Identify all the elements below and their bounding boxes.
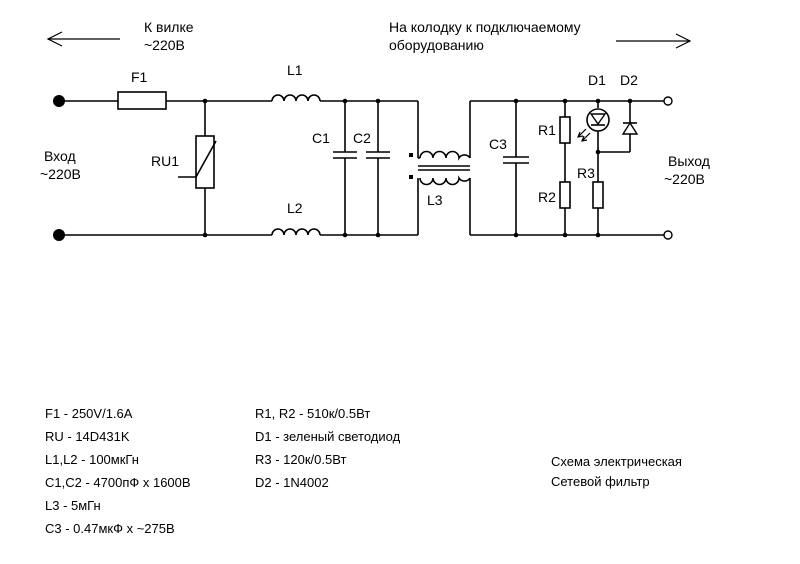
part-line: C1,C2 - 4700пФ x 1600В (45, 475, 191, 490)
choke-l2-label: L2 (287, 200, 303, 216)
diode-d2 (598, 101, 639, 153)
led-d1-label: D1 (588, 72, 606, 88)
resistor-r3 (592, 181, 604, 235)
parts-list-right: R1, R2 - 510к/0.5Вт D1 - зеленый светоди… (255, 406, 401, 490)
fuse-f1 (117, 91, 167, 110)
caption-line-2: Сетевой фильтр (551, 474, 650, 489)
bottom-rail (59, 178, 664, 236)
diode-d2-label: D2 (620, 72, 638, 88)
part-line: C3 - 0.47мкФ x ~275В (45, 521, 175, 536)
choke-l2 (271, 228, 321, 236)
resistor-r1 (559, 101, 571, 182)
arrow-to-plug (46, 31, 120, 47)
output-label: Выход (668, 153, 710, 169)
part-line: L1,L2 - 100мкГн (45, 452, 139, 467)
capacitor-c3-label: C3 (489, 136, 507, 152)
plug-voltage-label: ~220В (144, 37, 185, 53)
resistor-r2-label: R2 (538, 189, 556, 205)
part-line: R1, R2 - 510к/0.5Вт (255, 406, 370, 421)
capacitor-c1-label: C1 (312, 130, 330, 146)
junction-dots (202, 98, 633, 238)
caption-line-1: Схема электрическая (551, 454, 682, 469)
capacitor-c3 (503, 101, 529, 235)
part-line: D2 - 1N4002 (255, 475, 329, 490)
plug-label: К вилке (144, 19, 194, 35)
choke-l1-label: L1 (287, 62, 303, 78)
capacitor-c2 (366, 101, 390, 235)
equipment-label-2: оборудованию (389, 37, 484, 53)
output-terminal-bottom (663, 230, 673, 240)
varistor-ru1 (178, 101, 217, 235)
fuse-label: F1 (131, 69, 148, 85)
part-line: R3 - 120к/0.5Вт (255, 452, 346, 467)
part-line: RU - 14D431K (45, 429, 130, 444)
parts-list-left: F1 - 250V/1.6A RU - 14D431K L1,L2 - 100м… (45, 406, 191, 536)
varistor-label: RU1 (151, 153, 179, 169)
input-label: Вход (44, 148, 76, 164)
output-voltage-label: ~220В (664, 171, 705, 187)
led-d1 (577, 101, 610, 182)
arrow-to-equipment (616, 33, 692, 49)
part-line: F1 - 250V/1.6A (45, 406, 133, 421)
resistor-r1-label: R1 (538, 122, 556, 138)
capacitor-c1 (333, 101, 357, 235)
resistor-r3-label: R3 (577, 165, 595, 181)
transformer-l3 (409, 150, 471, 186)
part-line: L3 - 5мГн (45, 498, 101, 513)
choke-l1 (271, 94, 321, 102)
part-line: D1 - зеленый светодиод (255, 429, 401, 444)
capacitor-c2-label: C2 (353, 130, 371, 146)
output-terminal-top (663, 96, 673, 106)
transformer-label: L3 (427, 192, 443, 208)
equipment-label: На колодку к подключаемому (389, 19, 581, 35)
input-voltage-label: ~220В (40, 166, 81, 182)
resistor-r2 (559, 181, 571, 235)
